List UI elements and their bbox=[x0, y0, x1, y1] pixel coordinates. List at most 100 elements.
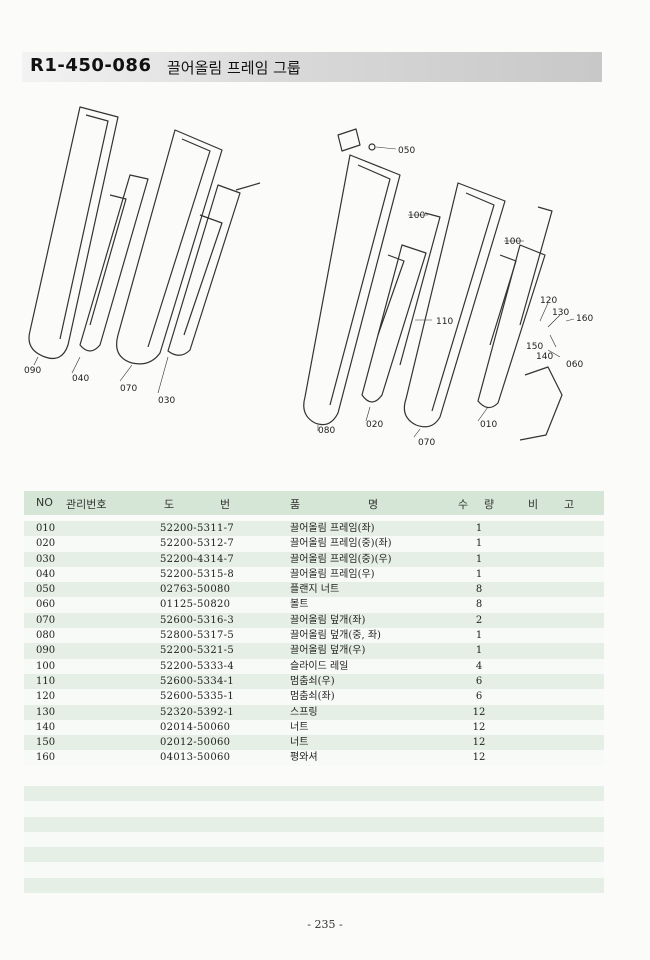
header-part-a: 도 bbox=[164, 498, 175, 511]
header-qty-a: 수 bbox=[458, 498, 469, 511]
quantity: 12 bbox=[472, 706, 486, 718]
part-020-shape bbox=[361, 244, 427, 403]
table-header: NO 관리번호 도 번 품 명 수 량 비 고 bbox=[24, 491, 604, 515]
part-name: 끌어올림 덮개(중, 좌) bbox=[290, 630, 381, 642]
part-number: 52600-5335-1 bbox=[160, 691, 234, 703]
part-name: 스프링 bbox=[290, 706, 318, 718]
part-name: 끌어올림 덮개(좌) bbox=[290, 614, 366, 626]
callout-010: 010 bbox=[480, 420, 497, 430]
part-040-shape bbox=[79, 174, 149, 352]
header-note-a: 비 bbox=[528, 498, 539, 511]
callout-140: 140 bbox=[536, 352, 553, 362]
part-name: 너트 bbox=[290, 721, 309, 733]
item-number: 120 bbox=[36, 691, 56, 703]
table-row: 050 02763-50080 플랜지 너트 8 bbox=[24, 582, 604, 598]
table-row: 060 01125-50820 볼트 8 bbox=[24, 597, 604, 613]
part-name: 끌어올림 프레임(중)(좌) bbox=[290, 538, 392, 550]
part-number: 02012-50060 bbox=[160, 737, 231, 749]
callout-150: 150 bbox=[526, 342, 543, 352]
part-number: 52200-5312-7 bbox=[160, 538, 234, 550]
item-number: 080 bbox=[36, 630, 56, 642]
part-name: 끌어올림 프레임(좌) bbox=[290, 523, 375, 534]
part-number: 52200-5333-4 bbox=[160, 660, 234, 672]
item-number: 030 bbox=[36, 553, 56, 565]
part-name: 플랜지 너트 bbox=[290, 584, 340, 596]
item-number: 130 bbox=[36, 706, 56, 718]
part-number: 52200-5311-7 bbox=[160, 523, 234, 534]
quantity: 1 bbox=[475, 645, 483, 657]
part-070-shape bbox=[116, 129, 223, 365]
part-name: 볼트 bbox=[290, 599, 309, 611]
header-qty-b: 량 bbox=[484, 498, 495, 511]
group-name: 끌어올림 프레임 그룹 bbox=[167, 59, 301, 77]
item-number: 150 bbox=[36, 737, 56, 749]
callout-110: 110 bbox=[436, 317, 453, 327]
part-name: 멈춤쇠(좌) bbox=[290, 691, 335, 703]
item-number: 110 bbox=[36, 675, 56, 687]
part-name: 끌어올림 프레임(중)(우) bbox=[290, 553, 392, 565]
callout-060: 060 bbox=[566, 360, 583, 370]
part-090-shape bbox=[28, 106, 119, 360]
item-number: 090 bbox=[36, 645, 56, 657]
part-number: 02014-50060 bbox=[160, 721, 231, 733]
header-mgmt: 관리번호 bbox=[66, 498, 107, 511]
table-row: 130 52320-5392-1 스프링 12 bbox=[24, 704, 604, 720]
exploded-parts-diagram: 090 040 070 030 050 100 110 080 020 070 … bbox=[24, 106, 593, 448]
quantity: 1 bbox=[475, 568, 483, 580]
quantity: 8 bbox=[475, 599, 483, 611]
title-bar: R1-450-086 끌어올림 프레임 그룹 bbox=[22, 52, 602, 82]
quantity: 2 bbox=[475, 614, 483, 626]
part-number: 52320-5392-1 bbox=[160, 706, 234, 718]
item-number: 060 bbox=[36, 599, 56, 611]
table-row: 120 52600-5335-1 멈춤쇠(좌) 6 bbox=[24, 689, 604, 705]
callout-030: 030 bbox=[158, 396, 175, 406]
item-number: 160 bbox=[36, 752, 56, 764]
table-row: 110 52600-5334-1 멈춤쇠(우) 6 bbox=[24, 673, 604, 690]
part-number: 52200-4314-7 bbox=[160, 553, 234, 565]
quantity: 8 bbox=[475, 584, 483, 596]
callout-130: 130 bbox=[552, 308, 569, 318]
part-010-shape bbox=[477, 244, 546, 409]
quantity: 12 bbox=[472, 737, 486, 749]
part-number: 04013-50060 bbox=[160, 752, 231, 764]
item-number: 050 bbox=[36, 584, 56, 596]
callout-160: 160 bbox=[576, 314, 593, 324]
quantity: 6 bbox=[475, 675, 483, 687]
header-no: NO bbox=[36, 496, 53, 509]
callout-020: 020 bbox=[366, 420, 383, 430]
part-number: 52200-5321-5 bbox=[160, 645, 234, 657]
empty-table-rows bbox=[24, 786, 604, 894]
quantity: 12 bbox=[472, 752, 486, 764]
callout-040: 040 bbox=[72, 374, 89, 384]
quantity: 12 bbox=[472, 721, 486, 733]
header-name-a: 품 bbox=[290, 498, 301, 511]
callout-120: 120 bbox=[540, 296, 557, 306]
header-part-b: 번 bbox=[220, 498, 231, 511]
part-number: 02763-50080 bbox=[160, 584, 231, 596]
callout-070-right: 070 bbox=[418, 438, 435, 448]
item-number: 020 bbox=[36, 538, 56, 550]
callout-100-right: 100 bbox=[504, 237, 521, 247]
part-name: 멈춤쇠(우) bbox=[290, 675, 335, 687]
page-number: - 235 - bbox=[307, 918, 343, 931]
quantity: 6 bbox=[475, 691, 483, 703]
quantity: 4 bbox=[475, 660, 483, 672]
group-code: R1-450-086 bbox=[30, 55, 152, 76]
item-number: 070 bbox=[36, 614, 56, 626]
part-number: 52600-5334-1 bbox=[160, 675, 234, 687]
part-number: 01125-50820 bbox=[160, 599, 231, 611]
part-name: 끌어올림 프레임(우) bbox=[290, 568, 375, 580]
part-070b-shape bbox=[403, 182, 506, 428]
part-name: 슬라이드 레일 bbox=[290, 660, 349, 672]
